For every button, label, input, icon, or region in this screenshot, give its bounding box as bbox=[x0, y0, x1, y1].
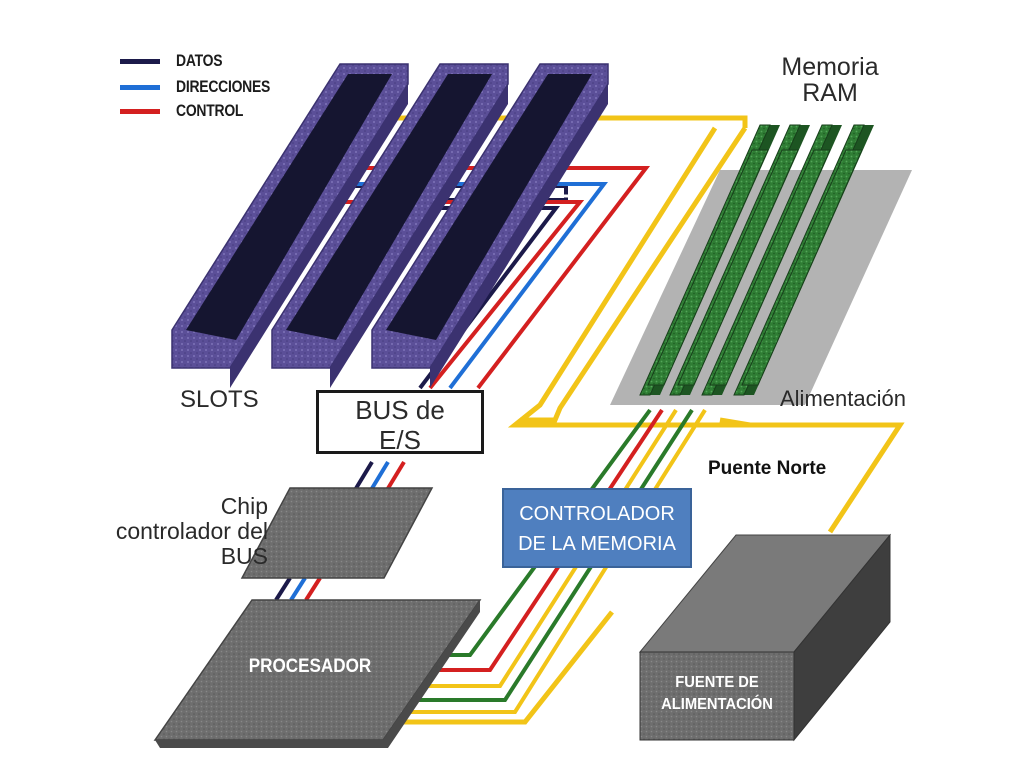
legend-item-direcciones: DIRECCIONES bbox=[120, 76, 291, 98]
legend-swatch-direcciones bbox=[120, 84, 160, 90]
procesador-label: PROCESADOR bbox=[248, 656, 372, 677]
bus-es-label: BUS de E/S bbox=[355, 395, 445, 455]
legend-item-datos: DATOS bbox=[120, 50, 232, 72]
alimentacion-label: Alimentación bbox=[780, 386, 906, 411]
controlador-memoria-label: CONTROLADOR DE LA MEMORIA bbox=[518, 503, 676, 555]
slot-1 bbox=[171, 63, 409, 388]
legend-swatch-datos bbox=[120, 58, 160, 64]
fuente-alimentacion-label: FUENTE DE ALIMENTACIÓN bbox=[661, 674, 773, 713]
power-line-psu bbox=[720, 422, 905, 534]
legend-label-direcciones: DIRECCIONES bbox=[176, 77, 271, 96]
power-supply-box bbox=[638, 533, 892, 742]
legend-swatch-control bbox=[120, 108, 160, 114]
chip-controlador-label: Chip controlador del BUS bbox=[115, 493, 268, 569]
slot-2 bbox=[271, 63, 509, 388]
legend-label-datos: DATOS bbox=[176, 51, 223, 70]
slots-label: SLOTS bbox=[180, 386, 259, 413]
memoria-ram-label: Memoria RAM bbox=[781, 53, 879, 107]
io-bus-lines bbox=[274, 460, 406, 602]
ram-modules bbox=[639, 124, 874, 396]
processor-chip bbox=[153, 599, 482, 748]
power-line-cpu bbox=[380, 610, 614, 725]
legend-item-control: CONTROL bbox=[120, 100, 258, 122]
controlador-memoria-box: CONTROLADOR DE LA MEMORIA bbox=[502, 488, 692, 568]
bus-controller-chip bbox=[240, 487, 434, 579]
power-lines bbox=[380, 115, 905, 725]
puente-norte-label: Puente Norte bbox=[708, 458, 827, 479]
bus-es-label-box: BUS de E/S bbox=[316, 390, 484, 455]
slot-3 bbox=[371, 63, 609, 388]
legend-label-control: CONTROL bbox=[176, 101, 244, 120]
